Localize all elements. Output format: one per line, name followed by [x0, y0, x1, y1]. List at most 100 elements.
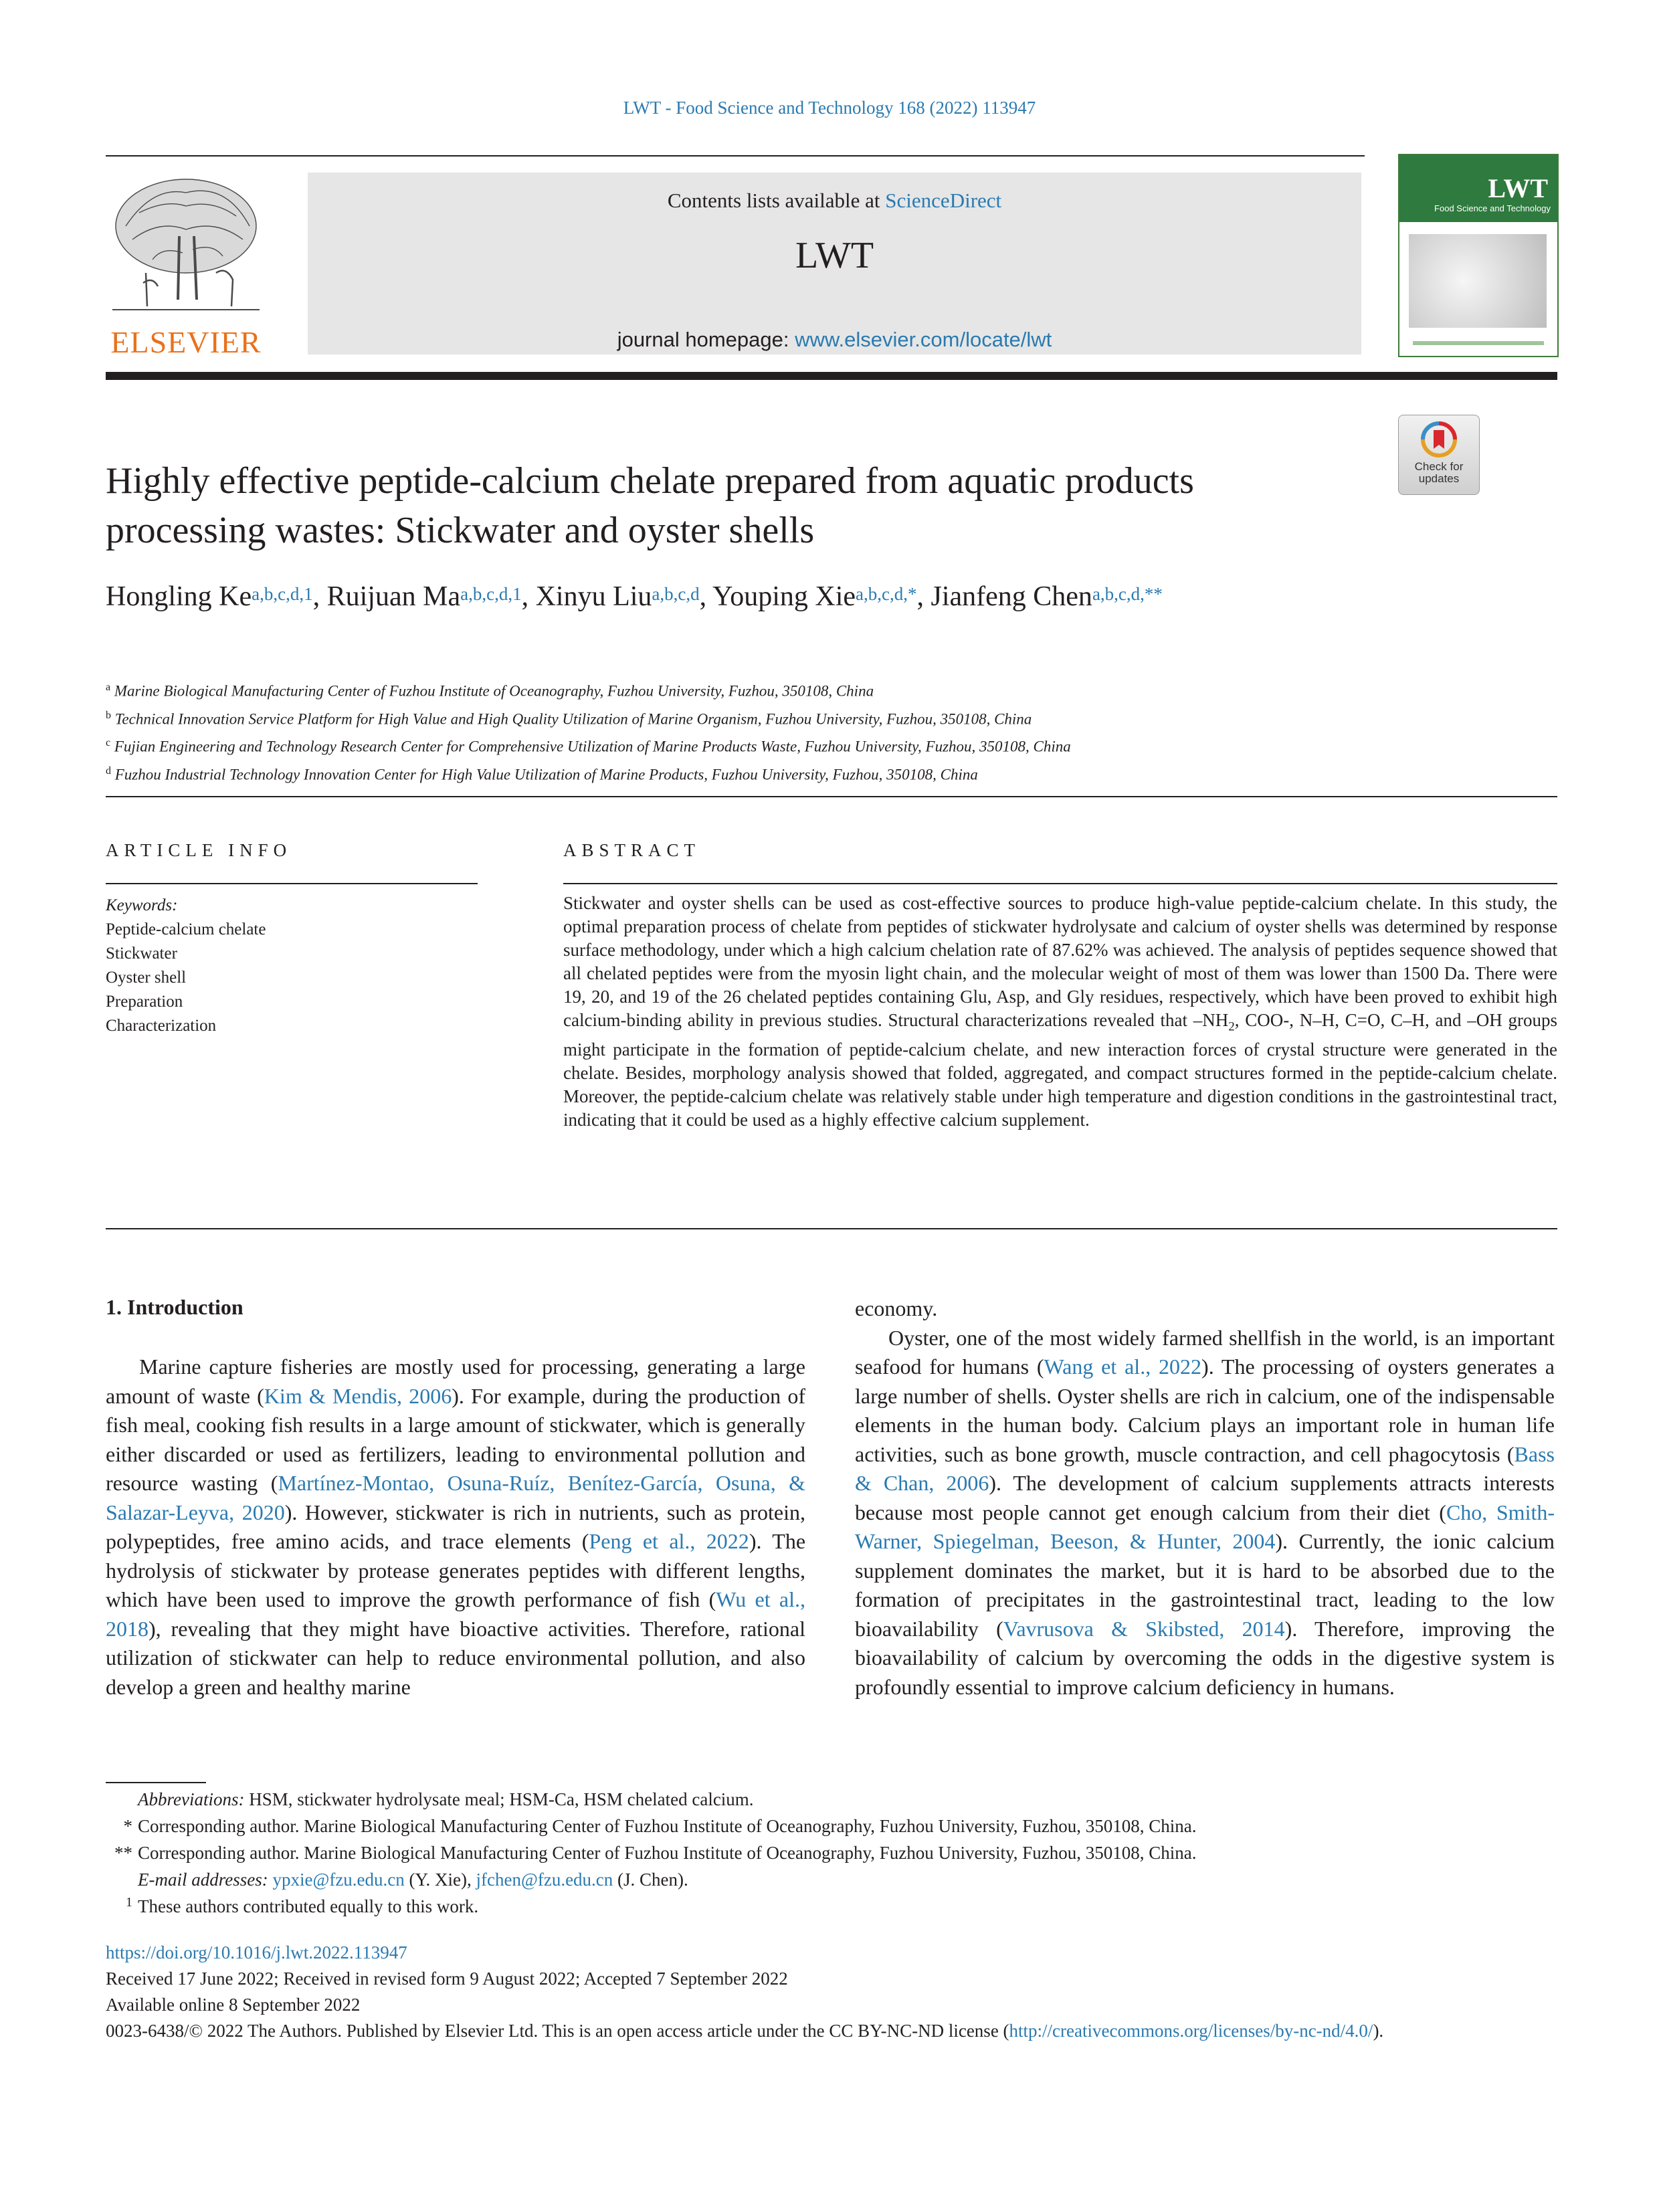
author-affil-marks[interactable]: a,b,c,d,1 — [460, 584, 522, 604]
author-separator: , — [916, 581, 931, 612]
citation-link[interactable]: Wu et al., 2018 — [106, 1587, 806, 1641]
elsevier-logo[interactable]: ELSEVIER — [99, 173, 273, 360]
text-run: Marine capture fisheries are mostly used… — [106, 1354, 805, 1408]
footnote-mark: ** — [114, 1843, 132, 1863]
journal-name: LWT — [795, 235, 874, 276]
affiliation-text: Marine Biological Manufacturing Center o… — [114, 682, 874, 700]
sciencedirect-link[interactable]: ScienceDirect — [885, 189, 1002, 212]
author-separator: , — [521, 581, 536, 612]
publisher-name: ELSEVIER — [110, 325, 262, 359]
keyword-item: Stickwater — [106, 944, 177, 963]
homepage-line: journal homepage: www.elsevier.com/locat… — [308, 328, 1361, 352]
author-affil-marks[interactable]: a,b,c,d — [652, 584, 700, 604]
text-run: ). Currently, the ionic calcium suppleme… — [855, 1529, 1555, 1641]
footnote-label: E-mail addresses: — [138, 1870, 268, 1890]
citation-link[interactable]: Peng et al., 2022 — [589, 1529, 749, 1553]
text-run: Oyster, one of the most widely farmed sh… — [855, 1325, 1555, 1379]
author-name: Jianfeng Chen — [931, 581, 1092, 612]
cover-band — [1399, 155, 1557, 222]
license-link[interactable]: http://creativecommons.org/licenses/by-n… — [1009, 2021, 1373, 2041]
doi-link[interactable]: https://doi.org/10.1016/j.lwt.2022.11394… — [106, 1942, 407, 1963]
keyword-item: Preparation — [106, 993, 183, 1011]
citation-link[interactable]: Cho, Smith-Warner, Spiegelman, Beeson, &… — [855, 1500, 1555, 1554]
affiliation-mark: c — [106, 737, 111, 749]
email-link[interactable]: jfchen@fzu.edu.cn — [476, 1870, 613, 1890]
author-separator: , — [699, 581, 713, 612]
check-for-updates-badge[interactable]: Check for updates — [1398, 415, 1480, 495]
received-dates: Received 17 June 2022; Received in revis… — [106, 1969, 788, 1989]
author-name: Ruijuan Ma — [326, 581, 461, 612]
text-run: ). The development of calcium supplement… — [855, 1471, 1555, 1524]
footnote-rule — [106, 1782, 206, 1783]
footnote-text: (Y. Xie), — [404, 1870, 476, 1890]
footnote-label: Abbreviations: — [138, 1789, 245, 1809]
footnote-text: These authors contributed equally to thi… — [138, 1896, 479, 1916]
citation-link[interactable]: Kim & Mendis, 2006 — [264, 1383, 452, 1408]
subscript: 2 — [1228, 1019, 1235, 1034]
affiliation-item: c Fujian Engineering and Technology Rese… — [106, 731, 1444, 759]
paragraph: Marine capture fisheries are mostly used… — [106, 1352, 805, 1702]
cover-title: LWT — [1488, 173, 1548, 203]
affiliation-mark: a — [106, 682, 111, 693]
author-name: Hongling Ke — [106, 581, 252, 612]
section-heading: 1. Introduction — [106, 1295, 243, 1319]
text-run: ). The hydrolysis of stickwater by prote… — [106, 1529, 806, 1611]
keyword-item: Peptide-calcium chelate — [106, 920, 266, 938]
body-column-right: economy. Oyster, one of the most widely … — [855, 1294, 1555, 1702]
abstract-rule — [563, 883, 1557, 884]
footnote-text: Corresponding author. Marine Biological … — [138, 1816, 1197, 1836]
footnote-abbreviations: Abbreviations: HSM, stickwater hydrolysa… — [106, 1786, 1557, 1813]
author-name: Youping Xie — [712, 581, 856, 612]
abstract-text: Stickwater and oyster shells can be used… — [563, 892, 1557, 1132]
homepage-prefix: journal homepage: — [617, 328, 795, 351]
author-affil-marks[interactable]: a,b,c,d,** — [1092, 584, 1163, 604]
journal-reference[interactable]: LWT - Food Science and Technology 168 (2… — [623, 98, 1036, 118]
affiliation-text: Fuzhou Industrial Technology Innovation … — [114, 766, 978, 783]
header-thick-rule — [106, 372, 1557, 380]
article-info-heading: ARTICLE INFO — [106, 840, 292, 860]
author-name: Xinyu Liu — [535, 581, 652, 612]
available-online: Available online 8 September 2022 — [106, 1995, 361, 2015]
paragraph: Oyster, one of the most widely farmed sh… — [855, 1324, 1555, 1702]
citation-link[interactable]: Bass & Chan, 2006 — [855, 1441, 1555, 1496]
contents-prefix: Contents lists available at — [667, 189, 886, 212]
citation-link[interactable]: Wang et al., 2022 — [1044, 1354, 1202, 1379]
text-run: ). However, stickwater is rich in nutrie… — [106, 1500, 806, 1554]
paragraph-continuation: economy. — [855, 1296, 938, 1320]
affiliation-text: Technical Innovation Service Platform fo… — [114, 710, 1032, 728]
footnote-corresponding-2: **Corresponding author. Marine Biologica… — [106, 1839, 1557, 1866]
header-rule — [106, 155, 1365, 157]
keyword-item: Oyster shell — [106, 969, 187, 987]
journal-cover[interactable]: LWT Food Science and Technology — [1398, 154, 1559, 357]
footnote-text: HSM, stickwater hydrolysate meal; HSM-Ca… — [244, 1789, 754, 1809]
cover-footer-bar — [1413, 341, 1544, 345]
footnotes: Abbreviations: HSM, stickwater hydrolysa… — [106, 1786, 1557, 1920]
footnote-emails: E-mail addresses: ypxie@fzu.edu.cn (Y. X… — [106, 1866, 1557, 1893]
footnote-equal-contribution: 1 These authors contributed equally to th… — [106, 1893, 1557, 1920]
footnote-mark: 1 — [126, 1895, 132, 1910]
homepage-link[interactable]: www.elsevier.com/locate/lwt — [795, 328, 1052, 351]
author-affil-marks[interactable]: a,b,c,d,* — [856, 584, 917, 604]
section-rule — [106, 796, 1557, 797]
license-line: 0023-6438/© 2022 The Authors. Published … — [106, 2018, 1557, 2044]
affiliation-list: a Marine Biological Manufacturing Center… — [106, 676, 1444, 787]
license-text: 0023-6438/© 2022 The Authors. Published … — [106, 2021, 1009, 2041]
keywords-block: Keywords: Peptide-calcium chelate Stickw… — [106, 894, 480, 1038]
abstract-part: , COO-, N–H, C=O, C–H, and –OH groups mi… — [563, 1010, 1557, 1130]
email-link[interactable]: ypxie@fzu.edu.cn — [272, 1870, 405, 1890]
tree-of-knowledge-icon — [112, 179, 260, 310]
citation-link[interactable]: Martínez-Montao, Osuna-Ruíz, Benítez-Gar… — [106, 1471, 806, 1524]
footnote-corresponding-1: *Corresponding author. Marine Biological… — [106, 1813, 1557, 1839]
check-badge-label: Check for updates — [1414, 460, 1464, 485]
section-rule — [106, 1228, 1557, 1229]
affiliation-item: d Fuzhou Industrial Technology Innovatio… — [106, 759, 1444, 787]
author-affil-marks[interactable]: a,b,c,d,1 — [252, 584, 313, 604]
body-column-left: Marine capture fisheries are mostly used… — [106, 1352, 805, 1702]
author-separator: , — [312, 581, 327, 612]
citation-link[interactable]: Vavrusova & Skibsted, 2014 — [1003, 1616, 1285, 1641]
journal-masthead: Contents lists available at ScienceDirec… — [308, 173, 1361, 355]
affiliation-text: Fujian Engineering and Technology Resear… — [114, 738, 1071, 755]
contents-line: Contents lists available at ScienceDirec… — [308, 189, 1361, 213]
affiliation-item: b Technical Innovation Service Platform … — [106, 704, 1444, 732]
text-run: ). The processing of oysters generates a… — [855, 1354, 1555, 1466]
